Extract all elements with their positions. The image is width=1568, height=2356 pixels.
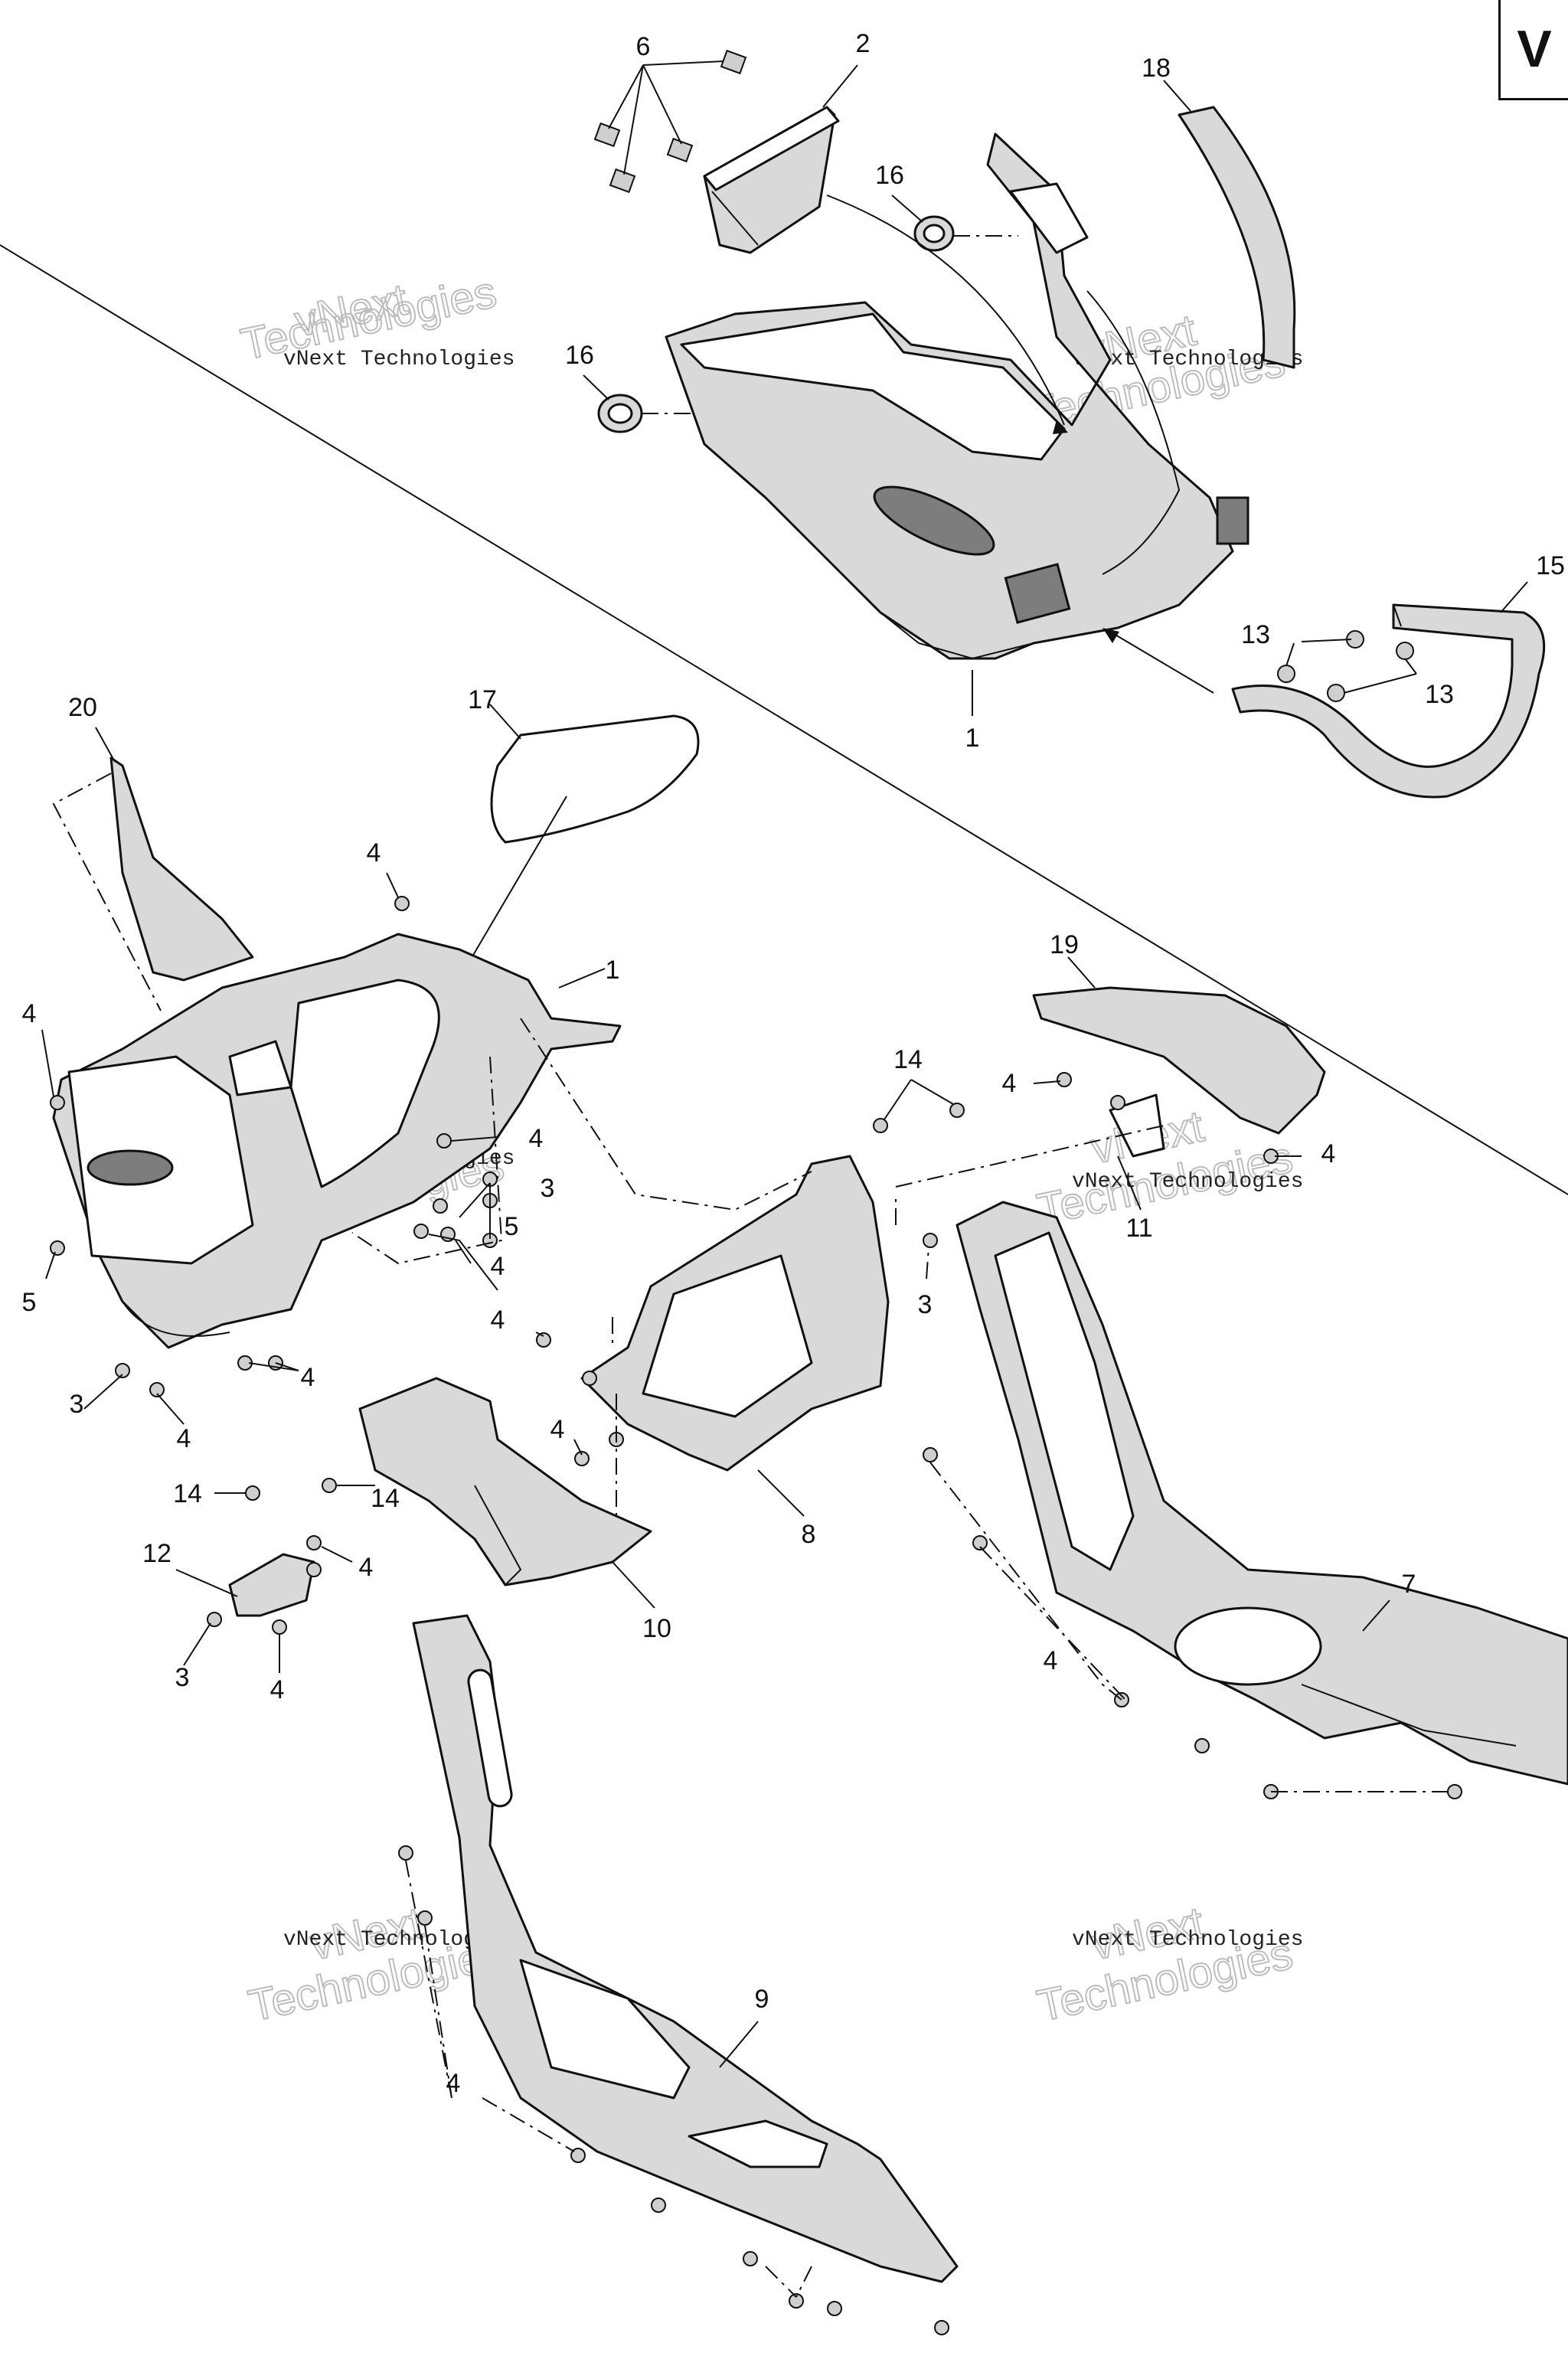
callout-4-a: 4 — [367, 838, 381, 868]
callout-12: 12 — [142, 1539, 172, 1568]
part-1-side-body — [52, 933, 622, 1349]
watermark-text: vNext Technologies — [1072, 1928, 1303, 1952]
callout-1-mid: 1 — [606, 956, 620, 985]
callout-1-top: 1 — [965, 724, 980, 753]
callout-9: 9 — [755, 1985, 769, 2014]
callout-20: 20 — [68, 693, 97, 722]
part-7-right-body — [956, 1201, 1568, 1786]
callout-7: 7 — [1402, 1570, 1416, 1599]
callout-4-c: 4 — [529, 1124, 544, 1153]
watermark-top-left: Technologies vNext vNext Technologies — [236, 266, 514, 371]
separator-line — [0, 244, 1568, 1195]
callout-19: 19 — [1050, 930, 1079, 959]
part-11-mount-bracket — [1057, 1072, 1279, 1164]
callout-16-lower: 16 — [565, 341, 594, 370]
callout-4-e: 4 — [301, 1363, 315, 1392]
watermark-text: vNext Technologies — [283, 348, 514, 371]
callout-5-a: 5 — [505, 1212, 519, 1241]
callout-10: 10 — [642, 1614, 671, 1643]
callout-16-upper: 16 — [875, 161, 904, 190]
callout-3-b: 3 — [70, 1390, 84, 1419]
callout-14-mid: 14 — [371, 1484, 400, 1513]
part-1-front-fascia — [665, 132, 1250, 660]
page-section-tag: V — [1498, 0, 1568, 100]
callout-labels: 6 2 18 16 16 15 13 13 1 20 17 4 1 4 4 3 … — [22, 29, 1565, 2098]
callout-14-left: 14 — [173, 1479, 202, 1508]
part-10-lower-bracket — [358, 1377, 652, 1586]
callout-4-m: 4 — [1044, 1646, 1058, 1675]
part-15-grab-handle — [1231, 603, 1546, 799]
callout-4-l: 4 — [270, 1675, 285, 1704]
part-4-fasteners-bottom — [398, 1845, 949, 2335]
callout-3-c: 3 — [918, 1290, 933, 1319]
callout-18: 18 — [1142, 54, 1171, 83]
callout-6: 6 — [636, 32, 651, 61]
watermark-bottom-right: Technologies vNext vNext Technologies — [1032, 1897, 1303, 2031]
callout-11: 11 — [1125, 1214, 1152, 1243]
callout-3-a: 3 — [541, 1174, 555, 1203]
callout-4-g: 4 — [1002, 1069, 1017, 1098]
callout-4-b: 4 — [22, 999, 37, 1028]
callout-5-b: 5 — [22, 1288, 37, 1317]
callout-4-j: 4 — [550, 1415, 565, 1444]
part-16-grommet-upper — [913, 215, 955, 252]
part-19-side-trim — [1032, 986, 1326, 1135]
callout-4-k: 4 — [359, 1553, 374, 1582]
part-17-seat-pad — [490, 714, 700, 844]
callout-4-f: 4 — [177, 1424, 191, 1453]
part-12-hinge-bracket — [207, 1535, 322, 1635]
callout-13-right: 13 — [1425, 680, 1454, 709]
part-8-center-panel — [536, 1155, 890, 1472]
callout-17: 17 — [468, 685, 497, 714]
part-6-clips — [593, 49, 747, 194]
part-9-lower-body — [412, 1614, 959, 2283]
part-2-cover — [703, 106, 840, 254]
callout-4-i: 4 — [491, 1305, 505, 1335]
callout-3-d: 3 — [175, 1663, 190, 1692]
callout-8: 8 — [802, 1520, 816, 1549]
part-20-bracket — [109, 756, 254, 982]
part-14-screws-upper — [245, 1103, 965, 1501]
callout-13-left: 13 — [1241, 620, 1270, 649]
part-13-screws — [1277, 630, 1414, 702]
callout-2: 2 — [856, 29, 871, 58]
part-16-grommet-lower — [597, 394, 643, 433]
callout-4-n: 4 — [446, 2069, 461, 2098]
part-18-trim-strip — [1178, 106, 1296, 369]
callout-4-h: 4 — [1321, 1139, 1336, 1168]
callout-14-top: 14 — [893, 1045, 923, 1074]
callout-4-d: 4 — [491, 1252, 505, 1281]
callout-15: 15 — [1536, 551, 1565, 580]
watermark-text: vNext Technologies — [1072, 1170, 1303, 1194]
